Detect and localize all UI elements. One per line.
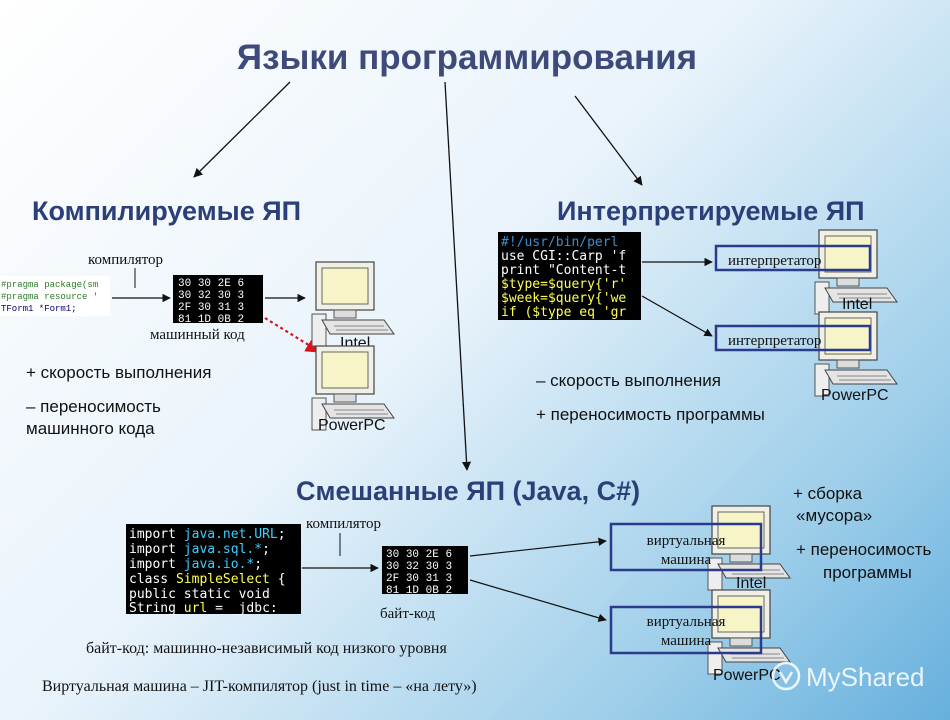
interpreted-code: #!/usr/bin/perl use CGI::Carp 'f print "… [498,232,641,320]
compiled-source-line: #pragma resource ' [1,292,98,302]
watermark: MyShared [771,661,925,692]
svg-text:String url = _jdbc:: String url = _jdbc: [129,601,278,616]
code-to-interpreter-powerpc-arrow [641,295,713,337]
machine-code-label: машинный код [150,327,245,343]
compiled-source-line: #pragma package(sm [1,280,98,290]
gc-note: «мусора» [796,506,872,525]
svg-text:use CGI::Carp 'f: use CGI::Carp 'f [501,249,626,264]
compiled-target-powerpc: PowerPC [318,417,386,434]
compiled-machine-code: 30 30 2E 6 30 32 30 3 2F 30 31 3 81 1D 0… [173,275,263,326]
bytecode-label: байт-код [380,606,435,622]
compiled-pros: + скорость выполнения [26,363,211,382]
arrow-to-mixed [444,81,472,471]
watermark-text: MyShared [806,662,925,692]
svg-text:import java.net.URL;: import java.net.URL; [129,527,286,542]
bytecode-block: 30 30 2E 6 30 32 30 3 2F 30 31 3 81 1D 0… [382,546,468,597]
vm-label-powerpc: машина [661,633,712,649]
vm-label-intel: машина [661,552,712,568]
mixed-compiler-label: компилятор [306,516,381,532]
mixed-source-code: import java.net.URL; import java.sql.*; … [126,524,301,616]
vm-label-intel: виртуальная [647,533,726,549]
arrow-to-compiled [193,81,291,178]
vm-definition: Виртуальная машина – JIT-компилятор (jus… [42,678,477,695]
watermark-logo-icon [771,661,801,691]
arrow-to-interpreted [574,95,643,186]
compiled-source-line: TForm1 *Form1; [1,304,77,314]
svg-text:import java.sql.*;: import java.sql.*; [129,542,270,557]
computer-icon [707,589,791,675]
vm-box-intel [609,522,763,572]
mixed-target-powerpc: PowerPC [713,667,781,684]
svg-text:30 32 30 3: 30 32 30 3 [386,561,452,573]
compiled-compiler-label: компилятор [88,252,163,268]
machine-to-powerpc-dashed-arrow [264,317,322,353]
vm-label-powerpc: виртуальная [647,614,726,630]
svg-text:public static void: public static void [129,587,270,602]
bytecode-to-vm-intel-arrow [469,537,607,557]
vm-box-powerpc [609,605,763,655]
interpreter-label-intel: интерпретатор [728,253,821,269]
mixed-heading: Смешанные ЯП (Java, C#) [296,476,640,506]
svg-text:print "Content-t: print "Content-t [501,263,626,278]
bytecode-to-vm-powerpc-arrow [469,579,607,622]
portability-note: + переносимость [796,540,931,559]
mixed-target-intel: Intel [736,575,766,592]
interpreted-heading: Интерпретируемые ЯП [557,196,865,226]
interpreted-cons: – скорость выполнения [536,371,721,390]
compiled-heading: Компилируемые ЯП [32,196,301,226]
svg-text:import java.io.*;: import java.io.*; [129,557,262,572]
svg-text:$type=$query{'r': $type=$query{'r' [501,277,626,292]
interpreter-label-powerpc: интерпретатор [728,333,821,349]
page-title: Языки программирования [237,38,697,77]
gc-note: + сборка [793,484,863,503]
compiled-source-code: #pragma package(sm #pragma resource ' TF… [0,276,110,316]
svg-text:81 1D 0B 2: 81 1D 0B 2 [178,314,244,326]
svg-text:30 32 30 3: 30 32 30 3 [178,290,244,302]
compiled-cons: – переносимость [26,397,161,416]
computer-icon [814,311,898,397]
svg-text:30 30 2E 6: 30 30 2E 6 [178,278,244,290]
interpreted-target-intel: Intel [842,296,872,313]
svg-text:#!/usr/bin/perl: #!/usr/bin/perl [501,235,618,250]
interpreted-target-powerpc: PowerPC [821,387,889,404]
compiled-cons: машинного кода [26,419,155,438]
svg-text:30 30 2E 6: 30 30 2E 6 [386,549,452,561]
svg-text:2F 30 31 3: 2F 30 31 3 [386,573,452,585]
svg-text:class SimpleSelect {: class SimpleSelect { [129,572,286,587]
svg-text:2F 30 31 3: 2F 30 31 3 [178,302,244,314]
interpreter-box-intel [714,244,872,272]
svg-text:81 1D 0B 2: 81 1D 0B 2 [386,585,452,597]
svg-text:$week=$query{'we: $week=$query{'we [501,291,626,306]
bytecode-definition: байт-код: машинно-независимый код низког… [86,640,447,657]
portability-note: программы [823,563,912,582]
computer-icon [311,261,395,347]
interpreted-pros: + переносимость программы [536,405,765,424]
interpreter-box-powerpc [714,324,872,352]
svg-text:if ($type eq 'gr: if ($type eq 'gr [501,305,626,320]
